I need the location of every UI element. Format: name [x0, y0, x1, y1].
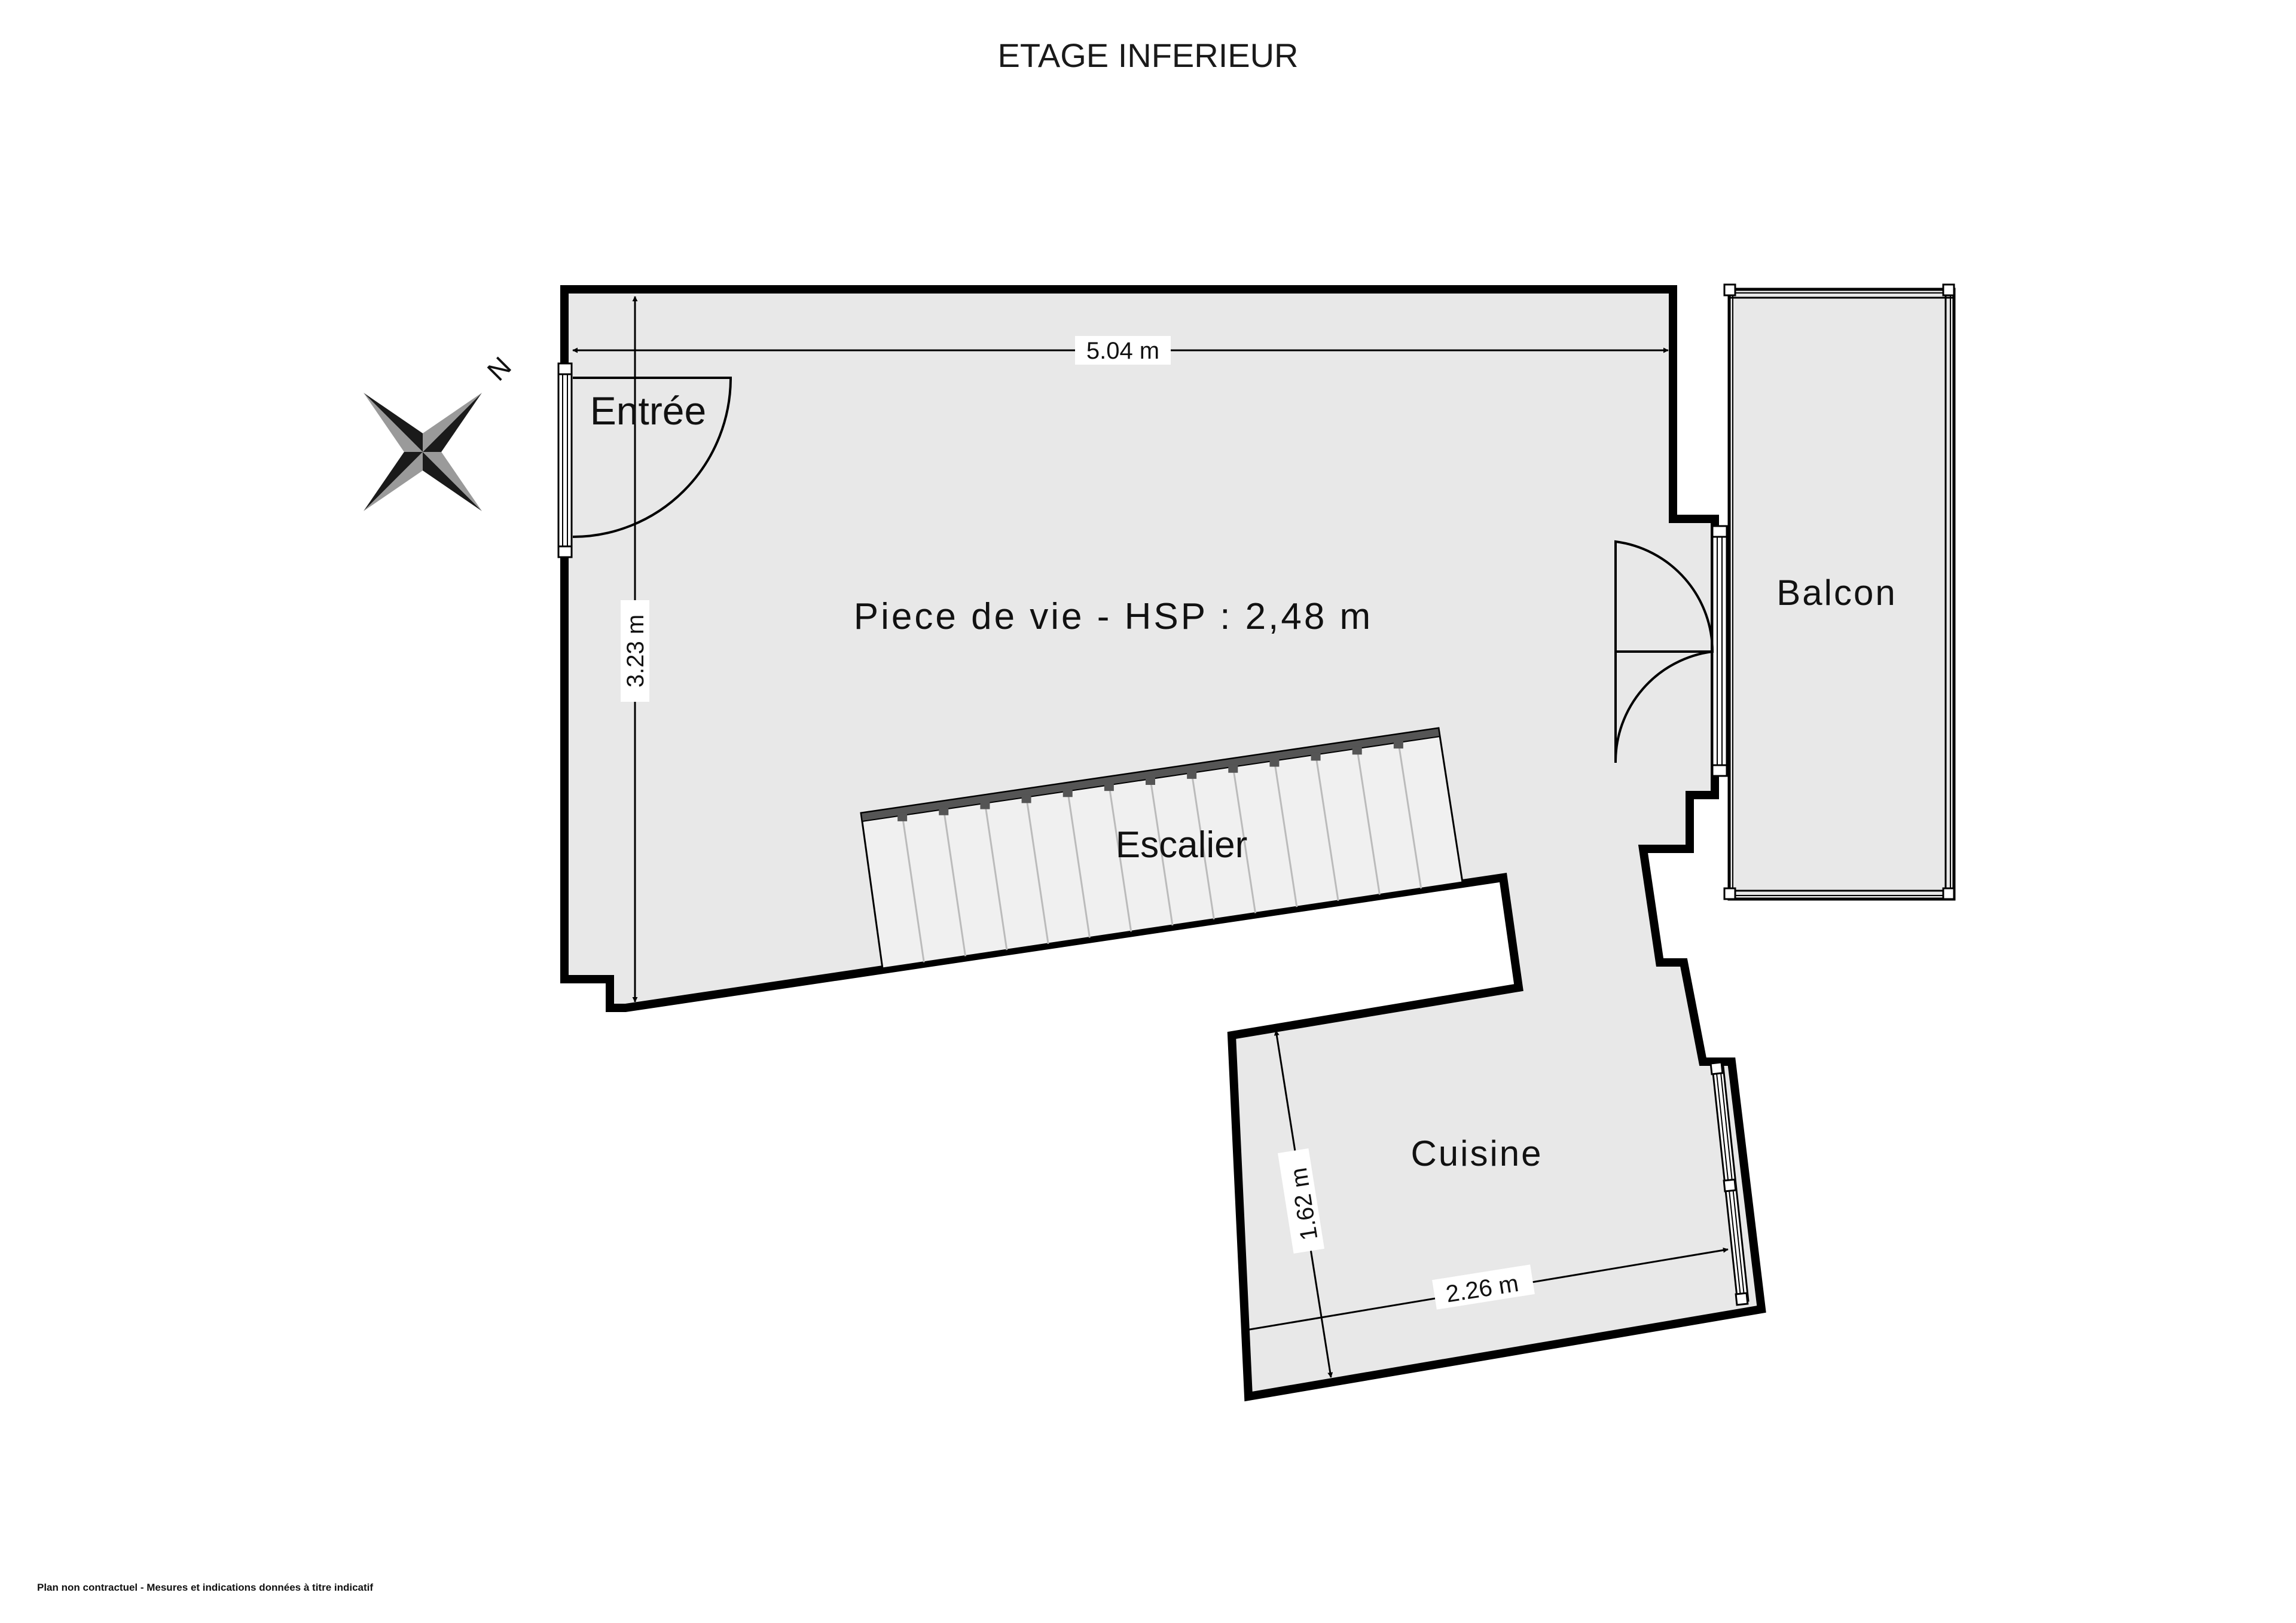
entrance-door-swing [572, 377, 732, 538]
compass-north-label: N [481, 351, 517, 387]
stair-tread [1273, 760, 1298, 907]
dimension-kitchen-width: 2.26 m [1242, 1247, 1729, 1333]
entrance-window [557, 362, 573, 558]
stair-treads [897, 740, 1422, 962]
dimension-height: 3.23 m [621, 296, 649, 1002]
stair-nosing [897, 812, 908, 821]
plan-title: ETAGE INFERIEUR [997, 36, 1299, 74]
stair-tread [901, 815, 925, 962]
dimension-width-label: 5.04 m [1086, 338, 1159, 364]
stair-tread [942, 809, 967, 956]
room-label-piece-de-vie: Piece de vie - HSP : 2,48 m [854, 596, 1373, 637]
compass-rose [364, 393, 482, 511]
dimension-height-label: 3.23 m [622, 615, 649, 687]
stair-nosing [1146, 777, 1155, 785]
balcony-door [1614, 525, 1728, 777]
stair-tread [1025, 797, 1049, 945]
room-label-entree: Entrée [590, 389, 706, 433]
stair-tread [1232, 766, 1257, 913]
stair-tread [1315, 754, 1339, 901]
stair-nosing [1104, 783, 1114, 791]
stair-tread [1067, 791, 1091, 938]
stair-nosing [1187, 770, 1197, 779]
stair-nosing [1269, 758, 1280, 767]
stair-nosing [980, 800, 990, 809]
room-label-cuisine: Cuisine [1410, 1133, 1543, 1173]
dimension-width: 5.04 m [572, 336, 1669, 365]
balcony-floor [1727, 288, 1956, 901]
stair-tread [1108, 784, 1132, 932]
stair-nosing [1352, 746, 1362, 755]
kitchen-window [1709, 1061, 1750, 1306]
stair-nosing [1062, 788, 1073, 797]
stair-tread [1190, 772, 1215, 919]
staircase [860, 727, 1464, 970]
stair-nosing [1228, 764, 1238, 773]
stair-nosing [1021, 794, 1031, 803]
room-label-balcon: Balcon [1776, 573, 1897, 613]
stair-tread [1149, 778, 1174, 926]
stair-tread [1356, 748, 1381, 895]
stair-tread [1397, 742, 1422, 889]
disclaimer-footer: Plan non contractuel - Mesures et indica… [37, 1582, 374, 1593]
stair-nosing [1393, 740, 1403, 749]
stair-nosing [939, 806, 949, 815]
room-label-escalier: Escalier [1116, 824, 1248, 866]
stair-nosing [1311, 752, 1321, 761]
stair-tread [984, 803, 1008, 950]
